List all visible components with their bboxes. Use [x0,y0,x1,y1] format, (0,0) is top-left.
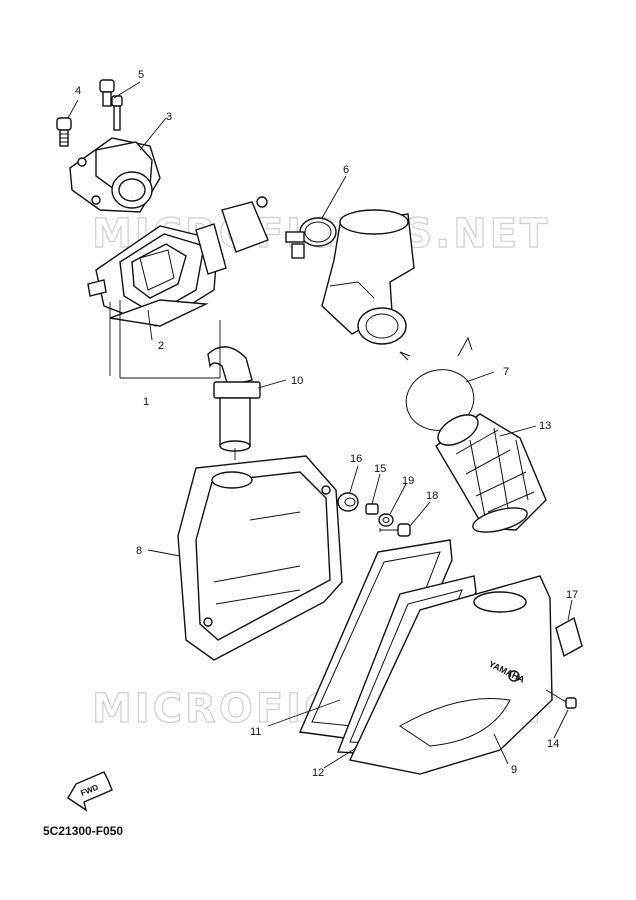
callout-14: 14 [547,738,559,750]
callout-19: 19 [402,475,414,487]
callout-12: 12 [312,767,324,779]
hose-clamp-6 [285,217,337,259]
callout-10: 10 [291,375,303,387]
callout-6: 6 [343,164,349,176]
callout-5: 5 [138,69,144,81]
washer-19 [378,513,394,527]
screw-18 [379,523,411,537]
callout-9: 9 [511,764,517,776]
screw-14 [545,689,577,709]
bolt-4 [56,117,72,147]
collar-15 [365,503,379,515]
callout-7: 7 [503,366,509,378]
leader-lines [67,81,573,769]
callout-2: 2 [158,340,164,352]
callout-11: 11 [250,726,261,738]
callout-16: 16 [350,453,362,465]
callout-15: 15 [374,463,386,475]
air-filter-cover-9: YAMAHA [348,575,553,775]
callout-8: 8 [136,545,142,557]
sponge-17 [555,616,583,658]
reed-valve-assembly-1 [87,196,269,327]
bolt-5 [99,79,123,131]
air-funnel-13 [435,413,547,533]
callout-labels: 1 2 3 4 5 6 7 8 9 10 11 12 13 14 15 16 1… [75,69,578,779]
callout-4: 4 [75,85,81,97]
callout-18: 18 [426,490,438,502]
diagram-code: 5C21300-F050 [43,824,124,838]
intake-hose-10 [207,346,261,452]
callout-3: 3 [166,111,172,123]
fwd-direction-arrow: FWD [67,771,113,812]
grommet-16 [337,492,359,512]
callout-1: 1 [143,396,149,408]
intake-manifold-3 [69,137,161,213]
air-filter-case-8 [177,455,343,661]
callout-17: 17 [566,589,578,601]
callout-13: 13 [539,420,551,432]
intake-elbow [321,209,415,345]
